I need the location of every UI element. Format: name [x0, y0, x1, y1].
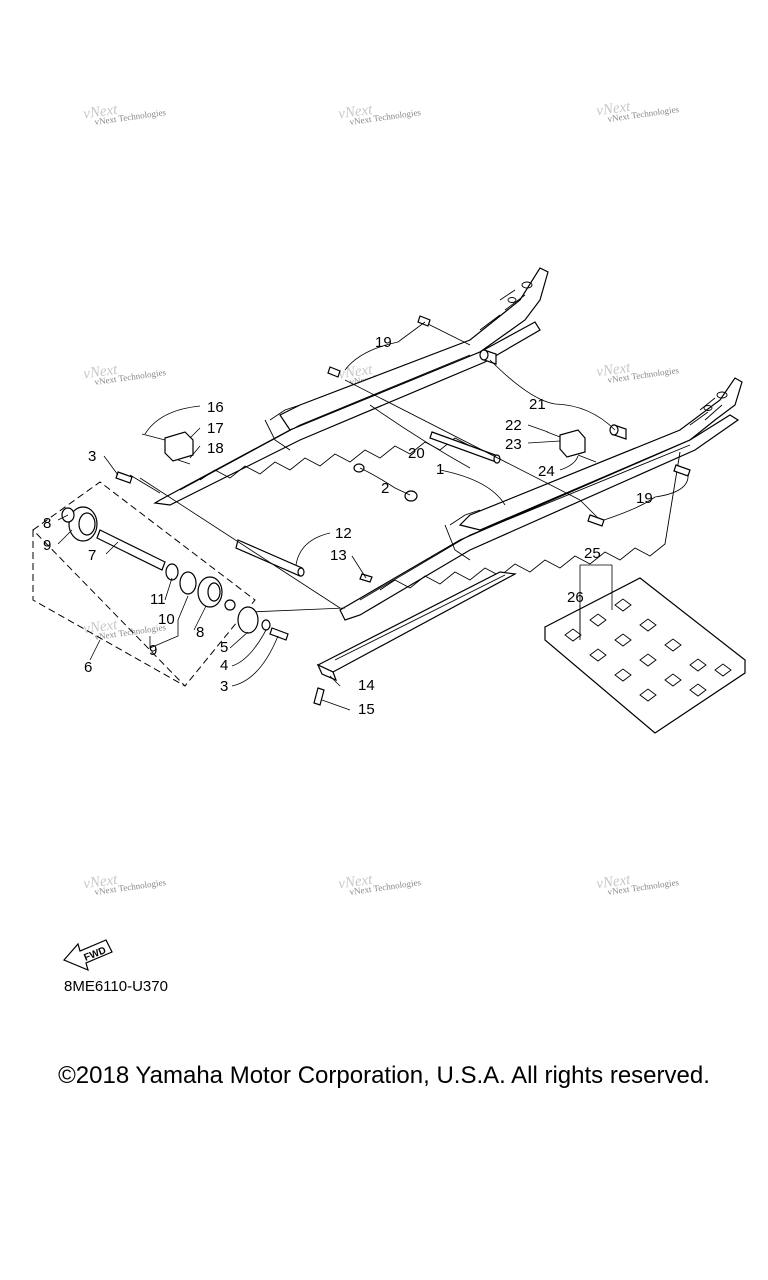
fwd-direction-badge: FWD — [62, 939, 113, 972]
copyright-notice: ©2018 Yamaha Motor Corporation, U.S.A. A… — [58, 1062, 710, 1089]
callout-3-b: 3 — [220, 678, 228, 695]
small-parts — [115, 315, 691, 706]
callout-4: 4 — [220, 657, 228, 674]
svg-text:vNext: vNext — [337, 102, 374, 123]
callout-13: 13 — [330, 547, 347, 564]
svg-text:vNext: vNext — [595, 360, 632, 381]
callout-26: 26 — [567, 589, 584, 606]
callout-17: 17 — [207, 420, 224, 437]
rail-left — [339, 377, 743, 621]
shaft-12 — [235, 539, 305, 577]
callout-2: 2 — [381, 480, 389, 497]
callout-24: 24 — [538, 463, 555, 480]
callout-9-b: 9 — [149, 642, 157, 659]
callout-5: 5 — [220, 639, 228, 656]
callout-22: 22 — [505, 417, 522, 434]
idler-wheel-assembly — [32, 481, 289, 687]
callout-9: 9 — [43, 537, 51, 554]
callout-3: 3 — [88, 448, 96, 465]
svg-text:vNext: vNext — [595, 872, 632, 893]
callout-25: 25 — [584, 545, 601, 562]
track-clip-section — [543, 577, 747, 734]
callout-1: 1 — [436, 461, 444, 478]
callout-11: 11 — [150, 591, 166, 608]
callout-18: 18 — [207, 440, 224, 457]
callout-12: 12 — [335, 525, 352, 542]
callout-labels: 1 2 3 4 5 6 7 8 9 10 11 12 13 14 15 16 1… — [43, 334, 653, 718]
callout-16: 16 — [207, 399, 224, 416]
slide-runner-14 — [316, 571, 517, 682]
svg-text:vNext: vNext — [82, 102, 119, 123]
leader-lines — [57, 321, 689, 711]
svg-text:vNext: vNext — [82, 872, 119, 893]
callout-8-b: 8 — [196, 624, 204, 641]
callout-7: 7 — [88, 547, 96, 564]
callout-21: 21 — [529, 396, 546, 413]
callout-8: 8 — [43, 515, 51, 532]
svg-text:vNext: vNext — [82, 362, 119, 383]
callout-19: 19 — [375, 334, 392, 351]
callout-15: 15 — [358, 701, 375, 718]
rail-right — [153, 267, 549, 506]
svg-text:vNext: vNext — [337, 872, 374, 893]
svg-text:vNext: vNext — [595, 99, 632, 120]
svg-text:vNext: vNext — [82, 617, 119, 638]
callout-19-b: 19 — [636, 490, 653, 507]
axis-lines — [129, 319, 601, 613]
diagram-code: 8ME6110-U370 — [64, 978, 168, 995]
shaft-20 — [429, 431, 501, 464]
callout-6: 6 — [84, 659, 92, 676]
callout-14: 14 — [358, 677, 375, 694]
svg-text:vNext: vNext — [337, 362, 374, 383]
callout-23: 23 — [505, 436, 522, 453]
callout-20: 20 — [408, 445, 425, 462]
callout-10: 10 — [158, 611, 175, 628]
